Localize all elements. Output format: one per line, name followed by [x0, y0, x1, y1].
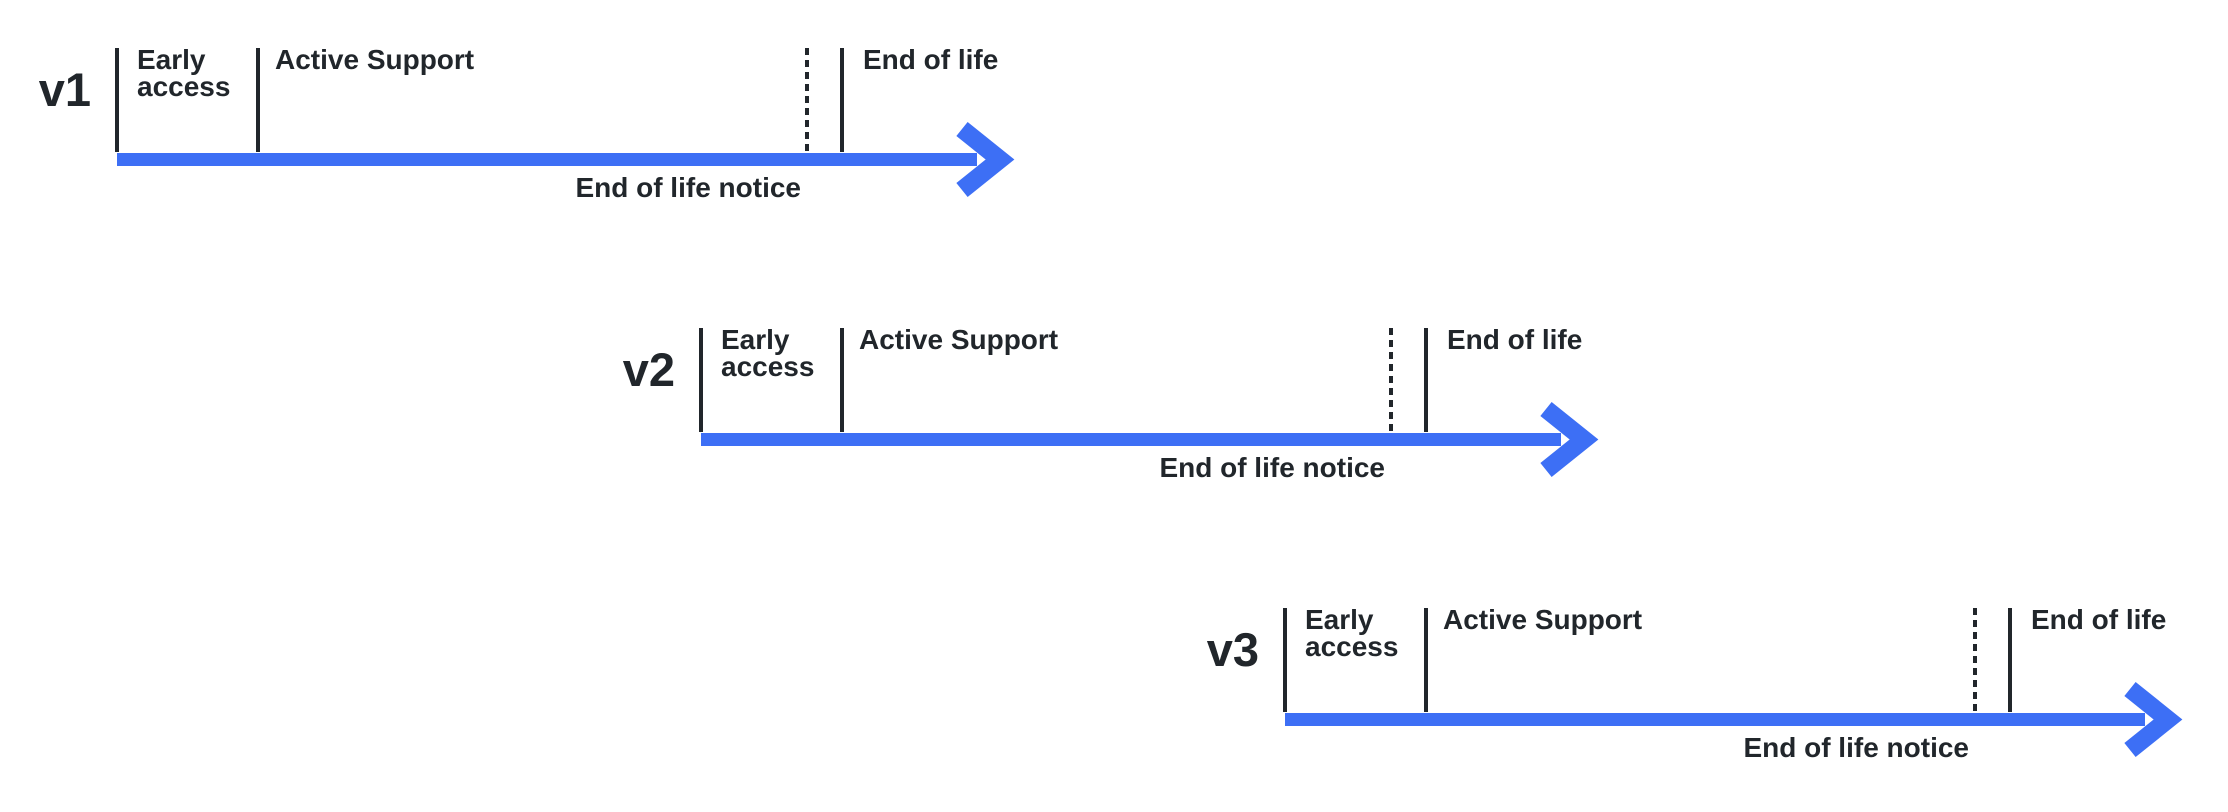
eol-notice-dashed-tick: [805, 48, 809, 152]
eol-notice-label: End of life notice: [575, 172, 801, 203]
early-access-label: Early access: [1305, 604, 1399, 662]
timeline-arrow-shaft: [117, 153, 977, 166]
eol-notice-dashed-tick: [1389, 328, 1393, 432]
timeline-start-tick: [699, 328, 703, 432]
early-access-label: Early access: [137, 44, 231, 102]
early-access-end-tick: [256, 48, 260, 152]
active-support-label: Active Support: [859, 324, 1059, 355]
version-label-v3: v3: [1206, 623, 1259, 676]
timeline-v3: v3 Early access Active Support End of li…: [1207, 560, 2225, 800]
end-of-life-label: End of life: [2031, 604, 2167, 635]
version-label-v2: v2: [622, 343, 675, 396]
end-of-life-label: End of life: [1447, 324, 1583, 355]
early-access-label: Early access: [721, 324, 815, 382]
timeline-arrow-head-icon: [956, 121, 1015, 198]
eol-notice-label: End of life notice: [1743, 732, 1969, 763]
timeline-arrow-shaft: [1285, 713, 2145, 726]
timeline-v1: v1 Early access Active Support End of li…: [39, 0, 1057, 240]
end-of-life-tick: [1424, 328, 1428, 432]
timeline-start-tick: [1283, 608, 1287, 712]
early-access-end-tick: [1424, 608, 1428, 712]
version-label-v1: v1: [38, 63, 91, 116]
timeline-arrow-shaft: [701, 433, 1561, 446]
active-support-label: Active Support: [1443, 604, 1643, 635]
end-of-life-tick: [2008, 608, 2012, 712]
active-support-label: Active Support: [275, 44, 475, 75]
end-of-life-label: End of life: [863, 44, 999, 75]
timeline-arrow-head-icon: [2124, 681, 2183, 758]
eol-notice-label: End of life notice: [1159, 452, 1385, 483]
timeline-v2: v2 Early access Active Support End of li…: [623, 280, 1641, 520]
end-of-life-tick: [840, 48, 844, 152]
eol-notice-dashed-tick: [1973, 608, 1977, 712]
early-access-end-tick: [840, 328, 844, 432]
timeline-arrow-head-icon: [1540, 401, 1599, 478]
timeline-start-tick: [115, 48, 119, 152]
